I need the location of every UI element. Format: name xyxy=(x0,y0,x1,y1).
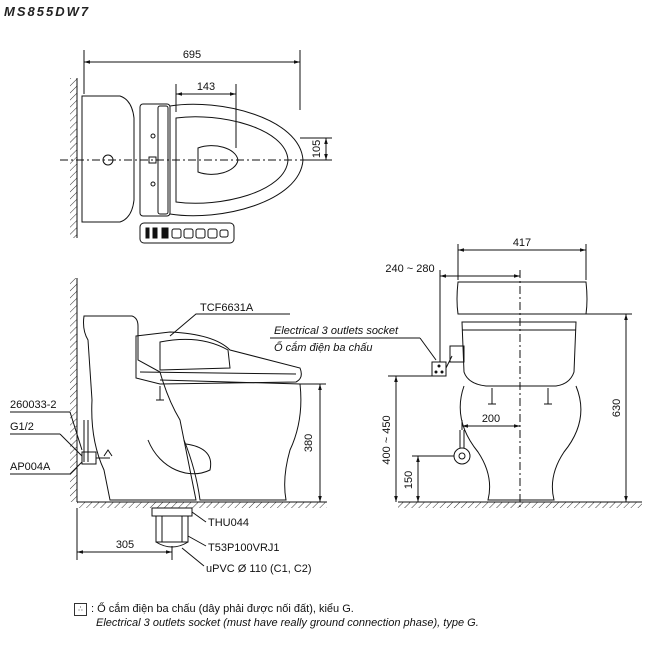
tank-body-side xyxy=(83,315,197,501)
label-socket-en: Electrical 3 outlets socket xyxy=(274,325,399,337)
dim-417: 417 xyxy=(513,237,531,249)
dim-305: 305 xyxy=(116,539,134,551)
tank-outline-top xyxy=(81,95,135,223)
label-socket-vi: Ổ cắm điện ba chấu xyxy=(274,341,372,354)
label-trap: T53P100VRJ1 xyxy=(208,542,280,554)
trapway-side xyxy=(147,439,212,475)
trap-t53 xyxy=(155,515,189,543)
tank-front xyxy=(456,281,588,315)
bowl-body-front xyxy=(459,385,582,501)
flange-thu044 xyxy=(151,507,193,517)
label-pipe: uPVC Ø 110 (C1, C2) xyxy=(206,563,312,575)
label-seat-model: TCF6631A xyxy=(200,302,254,314)
bowl-outline-side xyxy=(159,379,302,501)
top-view xyxy=(60,50,332,244)
socket-symbol-icon: ∴ xyxy=(74,602,87,616)
dim-400-450: 400 ~ 450 xyxy=(381,415,393,464)
side-view xyxy=(10,278,327,567)
label-valve-code: 260033-2 xyxy=(10,399,57,411)
model-title: MS855DW7 xyxy=(4,4,91,19)
floor-hatch-side xyxy=(77,502,327,508)
dim-143: 143 xyxy=(197,81,215,93)
seat-side xyxy=(135,331,302,385)
label-hose-code: AP004A xyxy=(10,461,51,473)
seat-housing-front xyxy=(461,321,577,387)
dim-380: 380 xyxy=(303,434,315,452)
remote-control xyxy=(139,222,235,244)
dim-105: 105 xyxy=(311,140,323,158)
dim-240-280: 240 ~ 280 xyxy=(385,263,434,275)
dim-695: 695 xyxy=(183,49,201,61)
wall-hatch-top xyxy=(70,78,77,238)
legend: ∴ : Ổ cắm điện ba chấu (dây phải được nối… xyxy=(74,602,479,630)
dim-150: 150 xyxy=(403,471,415,489)
socket-symbol-front xyxy=(431,361,447,377)
legend-text-en: Electrical 3 outlets socket (must have r… xyxy=(96,617,479,629)
legend-text-vi: : Ổ cắm điện ba chấu (dây phải được nối … xyxy=(91,603,354,615)
label-flange: THU044 xyxy=(208,517,249,529)
label-thread: G1/2 xyxy=(10,421,34,433)
front-view xyxy=(270,244,642,508)
seat-plug-box xyxy=(449,345,465,363)
dim-630: 630 xyxy=(611,399,623,417)
dim-200: 200 xyxy=(482,413,500,425)
angle-valve-front xyxy=(453,447,471,465)
wall-hatch-side xyxy=(70,278,77,502)
